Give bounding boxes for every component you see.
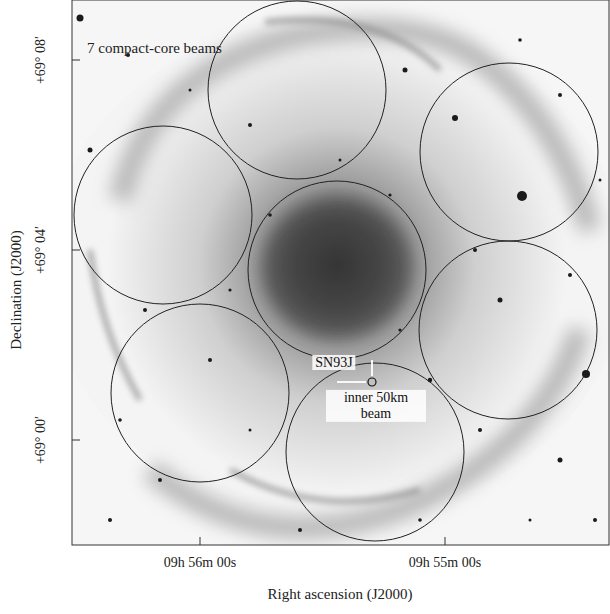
tick-label: 09h 56m 00s — [164, 555, 236, 570]
axis-title-wrap: Declination (J2000) — [7, 230, 25, 350]
tick-label-wrap: +69° 08′ — [31, 36, 49, 84]
annotation-text-wrap: 7 compact-core beams — [87, 39, 222, 57]
axis-title: Right ascension (J2000) — [268, 586, 413, 602]
tick-label-wrap: +69° 00′ — [31, 416, 49, 464]
annotation-text: 7 compact-core beams — [87, 40, 222, 56]
tick-label: +69° 00′ — [33, 416, 48, 464]
supernova-label: SN93J — [312, 355, 355, 370]
beam-label-wrap: inner 50km beam — [326, 390, 426, 422]
beam-circles — [74, 1, 598, 541]
tick-label-wrap: +69° 04′ — [31, 226, 49, 274]
beam-label: inner 50km beam — [326, 390, 426, 422]
tick-label-wrap: 09h 56m 00s — [164, 553, 236, 571]
tick-label: +69° 04′ — [33, 226, 48, 274]
axis-title-wrap: Right ascension (J2000) — [268, 585, 413, 603]
tick-label: 09h 55m 00s — [409, 555, 481, 570]
inner-beam-circle — [368, 378, 376, 386]
tick-label-wrap: 09h 55m 00s — [409, 553, 481, 571]
tick-label: +69° 08′ — [33, 36, 48, 84]
supernova-label-wrap: SN93J — [312, 353, 355, 371]
axis-title: Declination (J2000) — [8, 230, 24, 350]
